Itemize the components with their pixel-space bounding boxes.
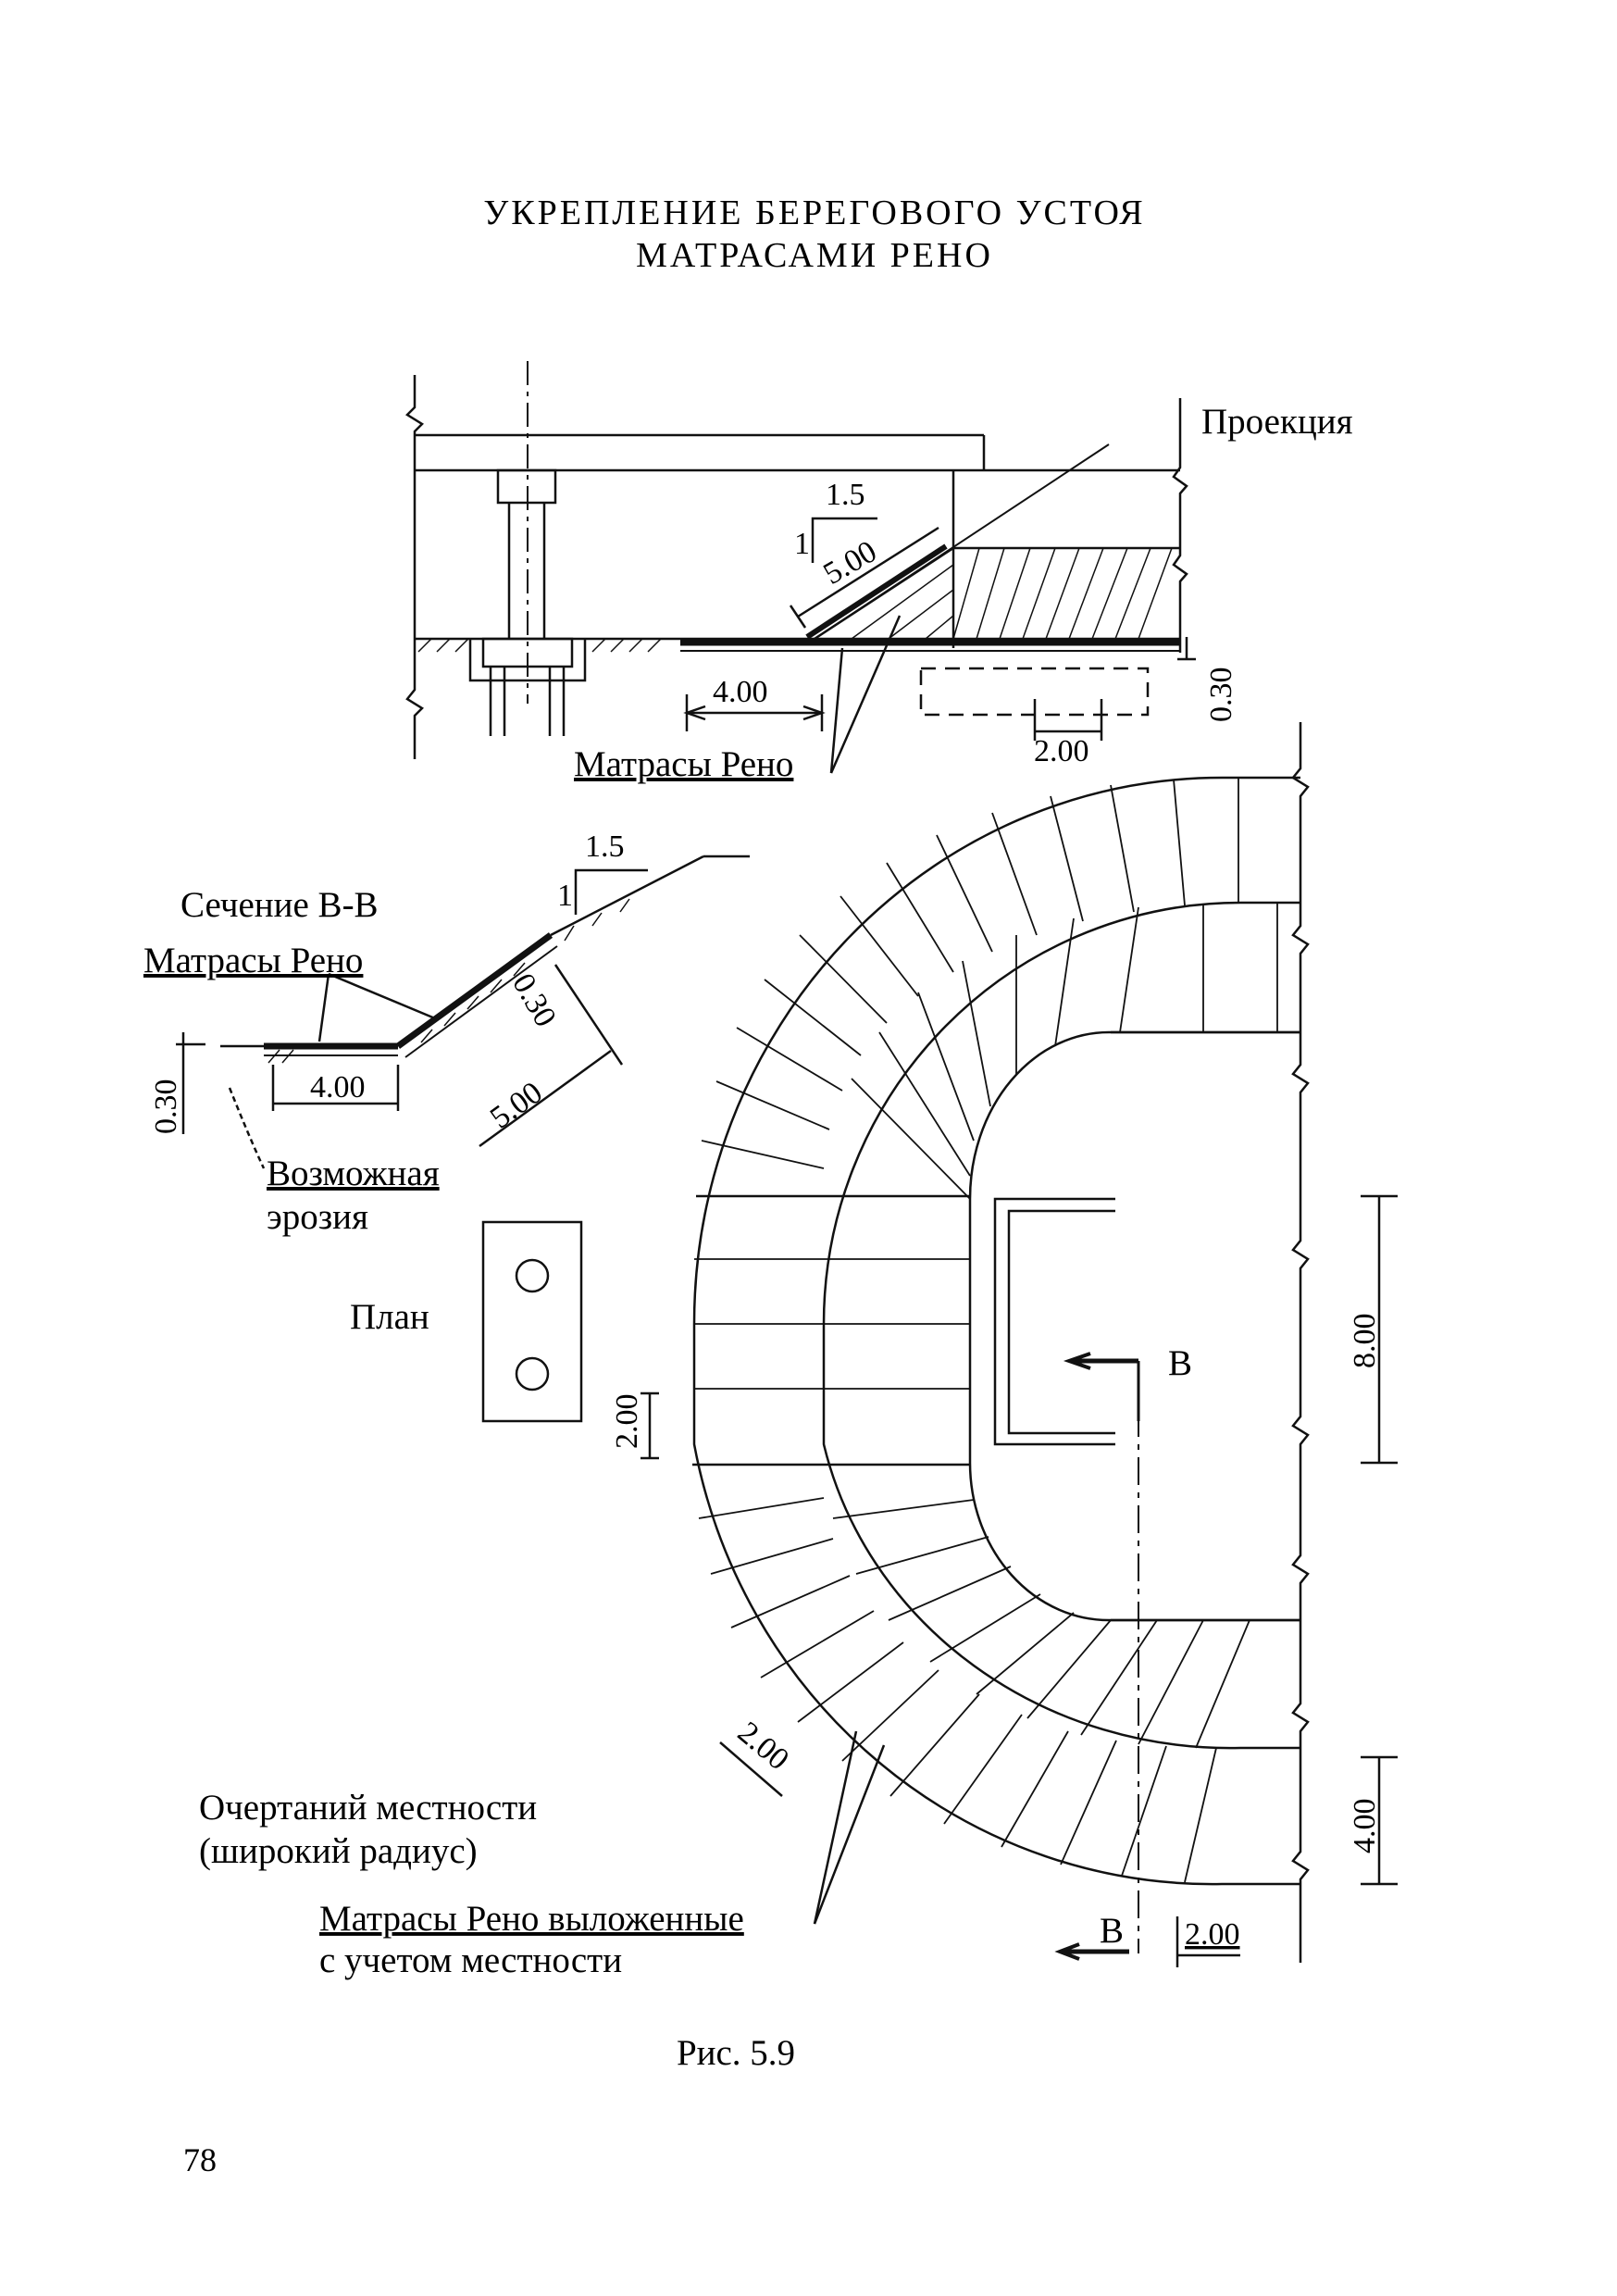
projection-dim-trench: 2.00 xyxy=(1034,734,1089,768)
section-label: Сечение В-В xyxy=(180,885,379,925)
pier-pile-circle-1 xyxy=(515,1258,550,1293)
figure-caption: Рис. 5.9 xyxy=(677,2033,795,2073)
section-dim-apron: 4.00 xyxy=(310,1070,366,1104)
plan-mattress-leader-2 xyxy=(813,1730,858,1925)
plan-dim-pier: 2.00 xyxy=(610,1394,644,1450)
dim-apron-arrow-r xyxy=(802,705,826,721)
section-dim-thickness-apron: 0.30 xyxy=(149,1079,183,1135)
plan-dim-row-value: 2.00 xyxy=(731,1716,795,1778)
dim-slope-tick-1 xyxy=(789,605,807,629)
section-slope xyxy=(395,932,554,1049)
projection-view xyxy=(405,361,1196,774)
section-hatch xyxy=(267,898,630,1064)
erosion-label-1: Возможная xyxy=(267,1154,440,1193)
section-dim-slope xyxy=(479,1049,612,1148)
plan-middle-boundary xyxy=(822,901,1300,1750)
title-line-1: УКРЕПЛЕНИЕ БЕРЕГОВОГО УСТОЯ xyxy=(483,193,1145,232)
dim-slope-line xyxy=(797,526,939,618)
projection-slope-h: 1.5 xyxy=(826,478,865,512)
plan-inner-boundary xyxy=(968,1030,1300,1622)
plan-right-break xyxy=(1291,722,1310,1963)
slope-apex-line xyxy=(814,443,1110,640)
terrain-label-2: (широкий радиус) xyxy=(199,1831,478,1871)
section-mattress-label: Матрасы Рено xyxy=(143,941,363,980)
section-slope-under xyxy=(404,945,558,1058)
projection-dim-apron: 4.00 xyxy=(713,675,768,709)
projection-slope-v: 1 xyxy=(794,527,810,561)
dim-apron-arrow-l xyxy=(683,705,706,721)
plan-section-mark-bottom: В xyxy=(1100,1911,1124,1951)
section-slope-h: 1.5 xyxy=(585,830,625,864)
pier-plan-outline xyxy=(481,1220,583,1423)
plan-label: План xyxy=(350,1297,429,1337)
abutment-plan-inner xyxy=(1007,1209,1115,1435)
mattress-leader-1 xyxy=(829,647,844,774)
ground-hatch xyxy=(417,638,662,653)
pier-plan xyxy=(481,1220,659,1460)
pier-pile-circle-2 xyxy=(515,1356,550,1391)
section-view xyxy=(176,855,750,1169)
plan-section-mark-top: В xyxy=(1168,1343,1192,1383)
section-slope-v: 1 xyxy=(557,879,573,913)
section-mattress-leader-2 xyxy=(328,972,436,1020)
erosion-curve xyxy=(228,1087,266,1169)
slope-ratio-mark xyxy=(811,517,877,563)
slope-mattress xyxy=(805,543,948,640)
terrain-label-1: Очертаний местности xyxy=(199,1788,537,1828)
pier-pit xyxy=(468,639,587,682)
projection-label: Проекция xyxy=(1201,402,1353,442)
plan-radial-divisions xyxy=(694,778,1278,1883)
section-slope-upper xyxy=(550,855,704,937)
abutment-plan xyxy=(692,722,1398,1967)
section-dim-slope-ext xyxy=(554,964,624,1066)
section-dim-slope-value: 5.00 xyxy=(484,1076,549,1136)
projection-right-break xyxy=(1172,398,1188,653)
plan-mattress-leader-1 xyxy=(813,1744,886,1925)
page-number: 78 xyxy=(183,2141,217,2178)
plan-section-arrowhead-top xyxy=(1063,1352,1091,1370)
section-mattress-leader-1 xyxy=(317,973,330,1042)
plan-dim-outer-value: 4.00 xyxy=(1348,1799,1382,1854)
abutment-plan-outline xyxy=(993,1197,1115,1446)
erosion-label-2: эрозия xyxy=(267,1197,368,1237)
projection-left-break xyxy=(405,375,424,759)
cone-hatch xyxy=(851,547,1173,640)
projection-dim-thickness: 0.30 xyxy=(1204,668,1238,723)
title-line-2: МАТРАСАМИ РЕНО xyxy=(636,236,993,275)
mattress-leader-2 xyxy=(829,615,902,774)
plan-dim-abutment-value: 8.00 xyxy=(1348,1314,1382,1369)
plan-dim-bottom-value: 2.00 xyxy=(1185,1917,1240,1952)
plan-section-arrowhead-bottom xyxy=(1054,1942,1080,1961)
section-slope-ratio xyxy=(574,868,648,915)
projection-mattress-label: Матрасы Рено xyxy=(574,744,793,784)
plan-dim-row xyxy=(719,1741,783,1797)
plan-mattress-label-1: Матрасы Рено выложенные xyxy=(319,1899,744,1939)
plan-outer-boundary xyxy=(692,776,1300,1886)
plan-mattress-label-2: с учетом местности xyxy=(319,1940,622,1980)
